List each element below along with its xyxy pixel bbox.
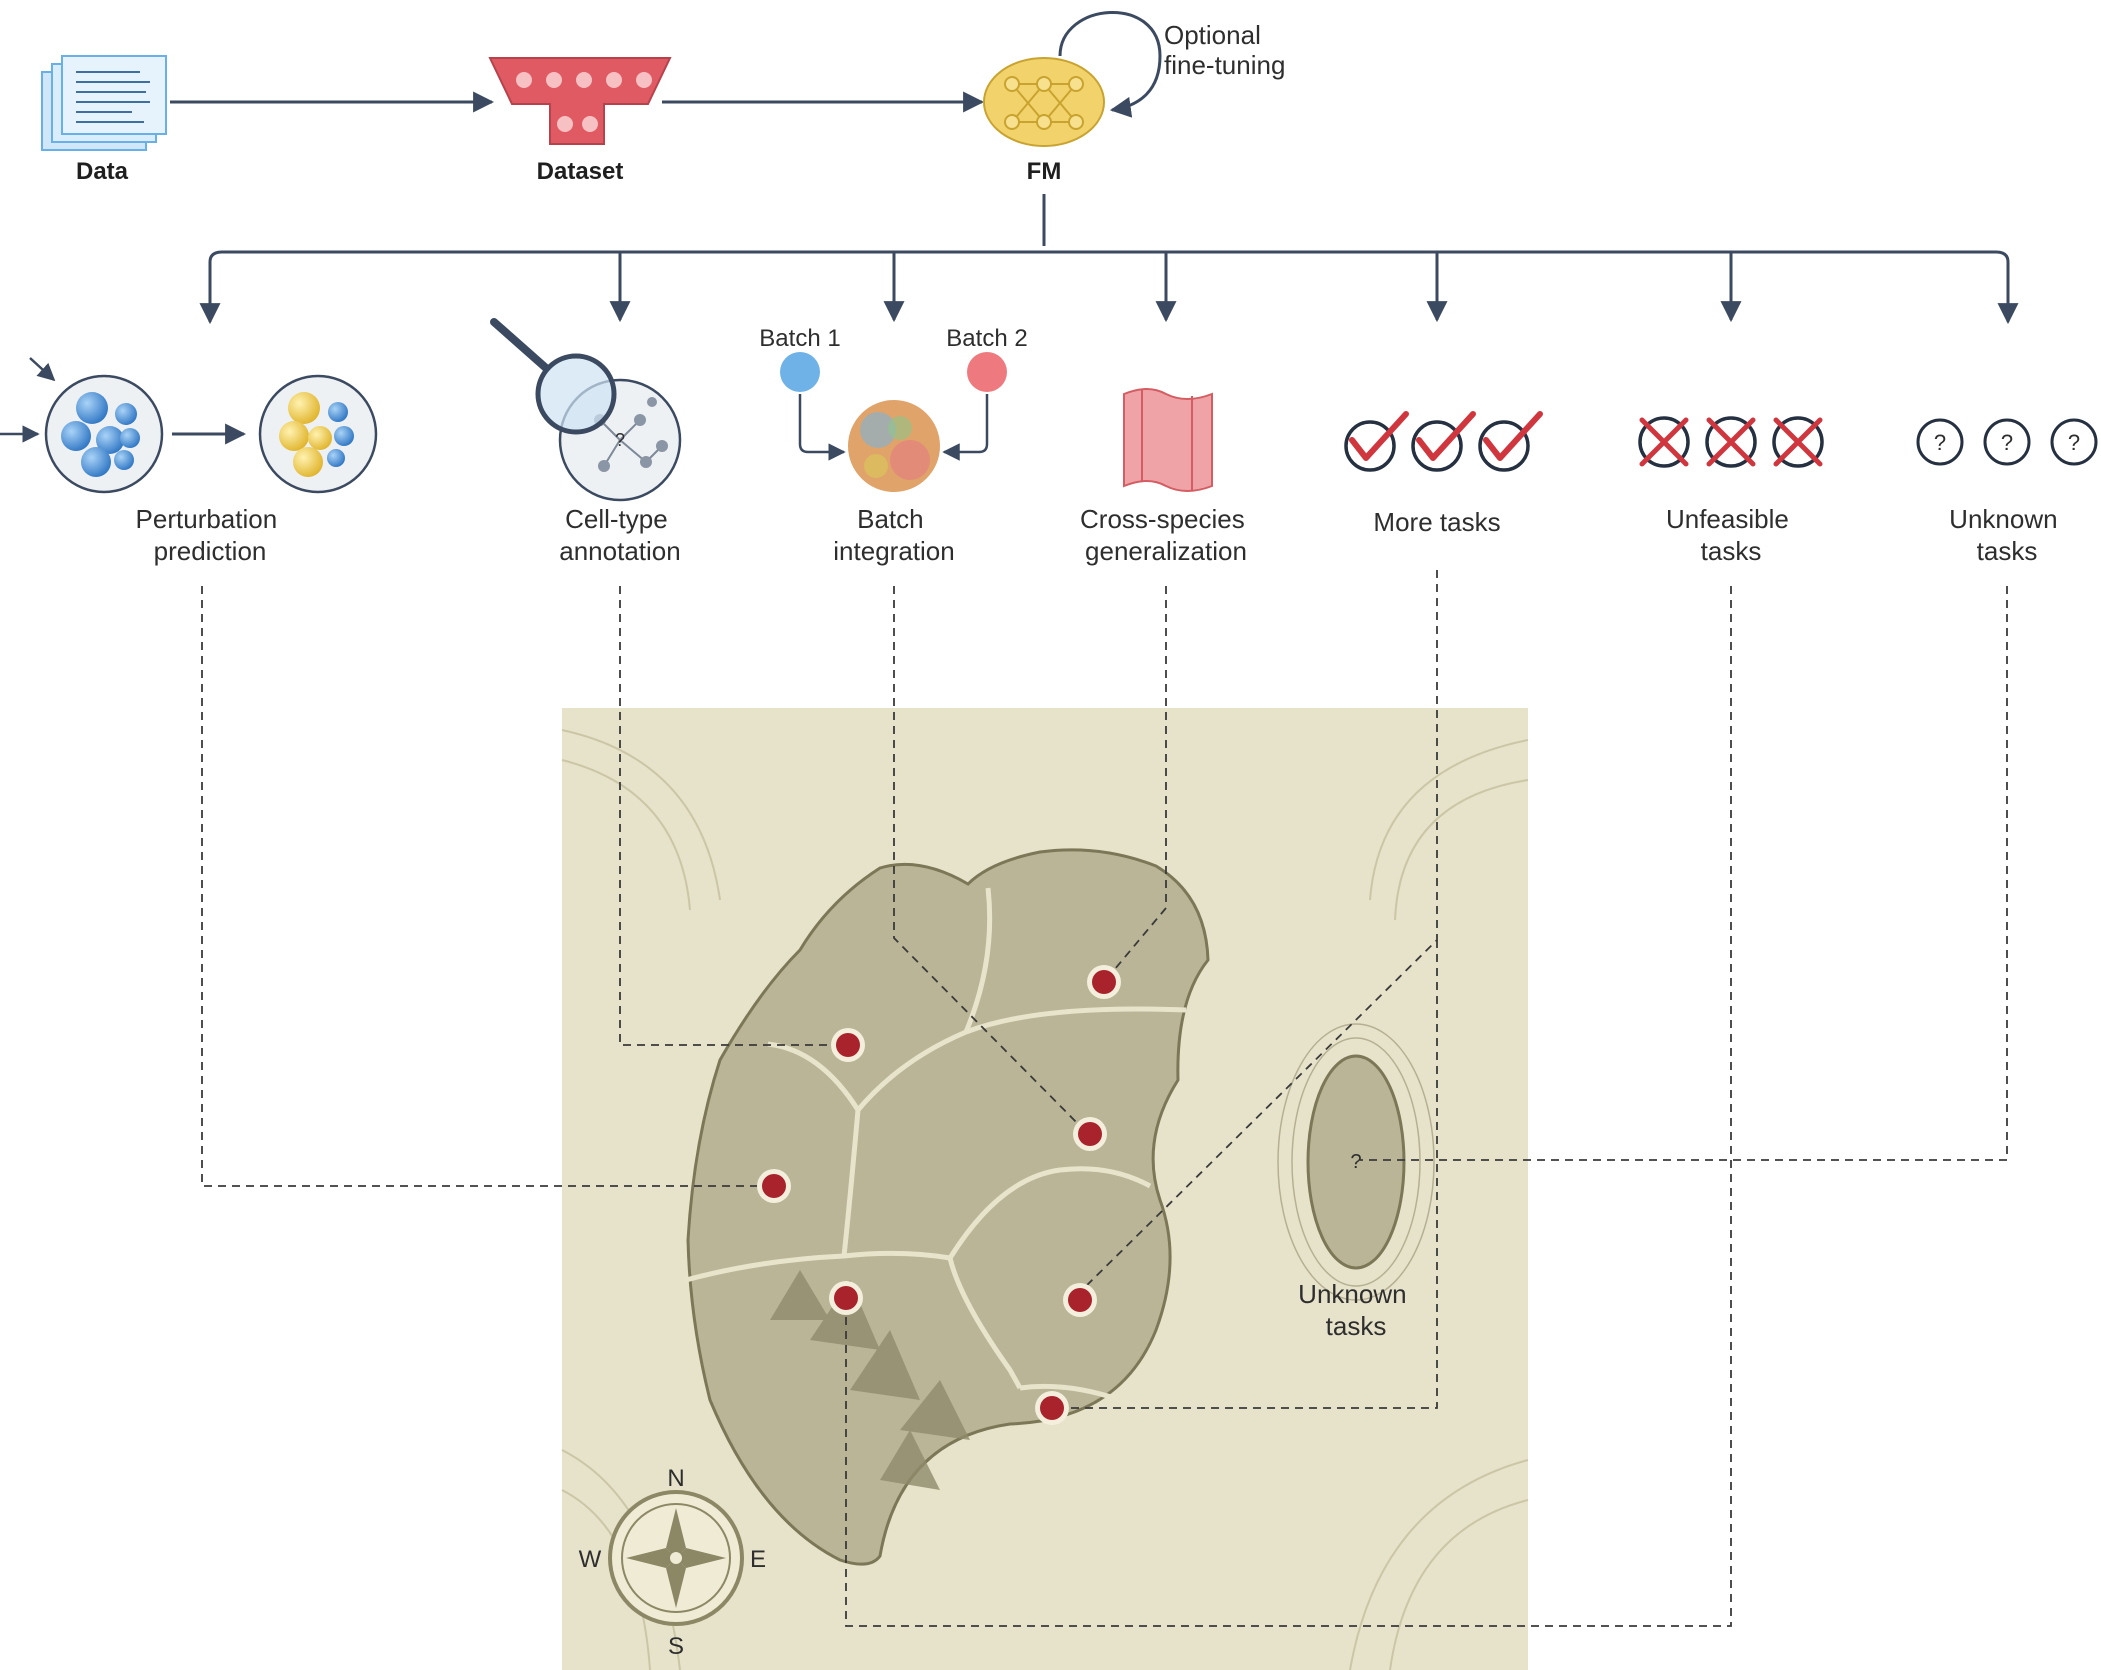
finetune-loop-arrow bbox=[1058, 10, 1162, 118]
pin-unfeasible bbox=[829, 1281, 863, 1315]
pin-cell-type bbox=[831, 1028, 865, 1062]
island-label: Unknown tasks bbox=[1298, 1279, 1414, 1341]
pin-more-1 bbox=[1063, 1283, 1097, 1317]
check-icons bbox=[1344, 411, 1543, 472]
dataset-label: Dataset bbox=[537, 158, 624, 185]
batch-integration-icon bbox=[780, 352, 1007, 492]
map-pins bbox=[757, 965, 1121, 1425]
celltype-question-mark: ? bbox=[615, 430, 625, 450]
cross-species-icon bbox=[1123, 388, 1213, 492]
compass-icon bbox=[608, 1490, 744, 1626]
dataset-icon bbox=[488, 57, 672, 145]
compass-s: S bbox=[668, 1633, 684, 1660]
compass-n: N bbox=[667, 1465, 684, 1492]
svg-text:?: ? bbox=[2001, 430, 2013, 455]
dashed-connectors bbox=[201, 570, 2008, 1627]
more-tasks-label: More tasks bbox=[1373, 507, 1500, 537]
finetune-label: Optional fine-tuning bbox=[1164, 20, 1285, 80]
fm-label: FM bbox=[1027, 158, 1062, 185]
pin-batch bbox=[1073, 1117, 1107, 1151]
unfeasible-label: Unfeasible tasks bbox=[1666, 504, 1796, 566]
map: ? Unknown tasks N S W E bbox=[561, 708, 1529, 1670]
celltype-label: Cell-type annotation bbox=[559, 504, 680, 566]
data-label: Data bbox=[76, 158, 129, 185]
perturbation-label: Perturbation prediction bbox=[136, 504, 285, 566]
svg-text:?: ? bbox=[2068, 430, 2080, 455]
data-icon bbox=[41, 55, 167, 151]
pin-cross-species bbox=[1087, 965, 1121, 999]
small-island bbox=[1306, 1054, 1406, 1270]
compass-w: W bbox=[579, 1546, 602, 1573]
batch-integration-label: Batch integration bbox=[833, 504, 954, 566]
island-question-mark: ? bbox=[1350, 1151, 1361, 1173]
cross-icons bbox=[1638, 416, 1824, 468]
fm-icon bbox=[983, 57, 1105, 147]
pin-more-2 bbox=[1035, 1391, 1069, 1425]
batch1-label: Batch 1 bbox=[759, 325, 840, 352]
batch2-label: Batch 2 bbox=[946, 325, 1027, 352]
branch-tree bbox=[199, 194, 2019, 325]
main-island bbox=[686, 848, 1210, 1566]
perturbation-icon bbox=[0, 357, 378, 494]
svg-text:?: ? bbox=[1934, 430, 1946, 455]
celltype-icon: ? bbox=[490, 318, 682, 502]
question-icons: ? ? ? bbox=[1916, 418, 2098, 466]
pin-perturbation bbox=[757, 1169, 791, 1203]
unknown-label: Unknown tasks bbox=[1949, 504, 2065, 566]
cross-species-label: Cross-species generalization bbox=[1080, 504, 1252, 566]
compass-e: E bbox=[750, 1546, 766, 1573]
